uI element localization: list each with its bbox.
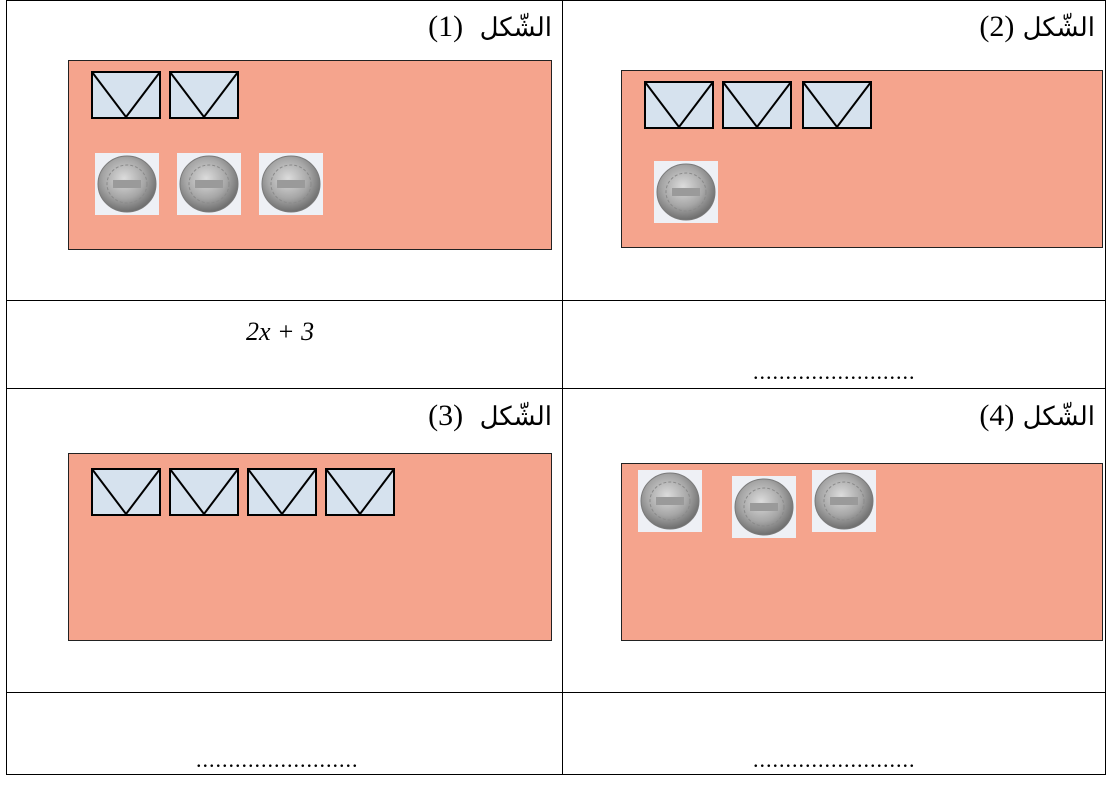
coin-icon	[638, 470, 702, 532]
figure-number: (3)	[428, 399, 464, 432]
table-border-right	[1105, 0, 1106, 775]
answer-blank-4[interactable]: .........................	[753, 747, 916, 772]
worksheet-table: (1) الشّكل (2) الشّكل 2x + 3 ...........…	[6, 0, 1106, 775]
figure-cell-1: (1) الشّكل	[6, 0, 562, 300]
figure-panel-2	[621, 70, 1103, 248]
answer-cell-4[interactable]: .........................	[563, 693, 1105, 774]
answer-cell-2[interactable]: .........................	[563, 301, 1105, 388]
table-border-left	[6, 0, 7, 775]
answer-blank-3[interactable]: .........................	[196, 747, 359, 772]
envelope-icon	[247, 468, 317, 516]
figure-number: (2)	[979, 10, 1015, 43]
figure-word: الشّكل	[1022, 13, 1095, 43]
table-row-divider	[6, 300, 1106, 301]
coin-icon	[95, 153, 159, 215]
figure-number: (1)	[428, 10, 464, 43]
figure-panel-3	[68, 453, 552, 641]
envelope-icon	[325, 468, 395, 516]
envelope-icon	[169, 71, 239, 119]
answer-blank-2[interactable]: .........................	[753, 359, 916, 384]
envelope-icon	[802, 81, 872, 129]
coin-icon	[177, 153, 241, 215]
answer-cell-3[interactable]: .........................	[6, 693, 562, 774]
figure-label-4: (4) الشّكل	[979, 399, 1095, 433]
figure-panel-4	[621, 463, 1103, 641]
figure-word: الشّكل	[479, 13, 552, 43]
table-border-bottom	[6, 774, 1106, 775]
figure-cell-4: (4) الشّكل	[563, 389, 1105, 692]
figure-cell-3: (3) الشّكل	[6, 389, 562, 692]
figure-number: (4)	[979, 399, 1015, 432]
envelope-icon	[169, 468, 239, 516]
table-border-top	[6, 0, 1106, 1]
figure-label-1: (1) الشّكل	[428, 10, 552, 44]
coin-icon	[654, 161, 718, 223]
envelope-icon	[91, 71, 161, 119]
envelope-icon	[644, 81, 714, 129]
figure-word: الشّكل	[479, 402, 552, 432]
figure-word: الشّكل	[1022, 402, 1095, 432]
coin-icon	[732, 476, 796, 538]
coin-icon	[812, 470, 876, 532]
table-row-divider	[6, 388, 1106, 389]
figure-label-2: (2) الشّكل	[979, 10, 1095, 44]
figure-cell-2: (2) الشّكل	[563, 0, 1105, 300]
answer-expression-1: 2x + 3	[246, 317, 315, 346]
envelope-icon	[722, 81, 792, 129]
table-row-divider	[6, 692, 1106, 693]
coin-icon	[259, 153, 323, 215]
figure-label-3: (3) الشّكل	[428, 399, 552, 433]
envelope-icon	[91, 468, 161, 516]
table-column-divider	[562, 0, 563, 775]
answer-cell-1: 2x + 3	[6, 301, 562, 388]
figure-panel-1	[68, 60, 552, 250]
